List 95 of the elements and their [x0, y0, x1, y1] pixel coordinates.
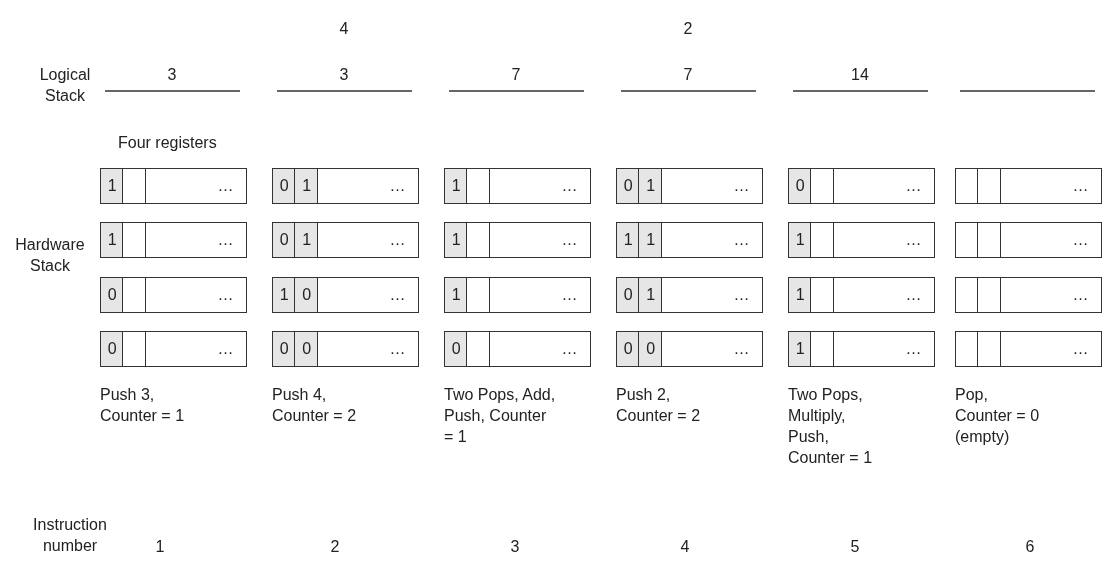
register-cell: … [661, 331, 763, 367]
step-number: 1 [154, 537, 166, 557]
register-cell: 1 [444, 168, 469, 204]
register-cell [810, 168, 836, 204]
instruction-description: Push 4, Counter = 2 [272, 385, 358, 426]
register-cell [977, 331, 1003, 367]
register-cell: 1 [294, 168, 320, 204]
stack-value: 3 [338, 65, 350, 85]
register-cell: 1 [638, 222, 664, 258]
register-cell: … [145, 168, 247, 204]
register-cell: … [661, 277, 763, 313]
register-cell: … [489, 222, 591, 258]
row-label: Logical Stack [38, 65, 92, 106]
register-cell: 1 [444, 277, 469, 313]
register-cell [977, 222, 1003, 258]
register-cell [955, 222, 980, 258]
register-cell [810, 277, 836, 313]
register-cell: 1 [100, 168, 125, 204]
register-cell: 0 [272, 331, 297, 367]
register-cell: 1 [294, 222, 320, 258]
register-cell: 0 [616, 168, 641, 204]
row-label: Hardware Stack [14, 235, 86, 276]
register-cell: … [145, 277, 247, 313]
register-cell: 1 [272, 277, 297, 313]
register-cell: … [1000, 331, 1102, 367]
register-cell [810, 222, 836, 258]
row-label: Instruction number [32, 515, 108, 556]
step-number: 4 [679, 537, 691, 557]
stack-value: 7 [510, 65, 522, 85]
register-cell: 0 [294, 331, 320, 367]
register-cell [122, 222, 148, 258]
register-cell [955, 168, 980, 204]
register-cell: … [1000, 277, 1102, 313]
register-cell [977, 277, 1003, 313]
stack-value: 7 [682, 65, 694, 85]
register-cell [955, 331, 980, 367]
register-cell [122, 168, 148, 204]
stack-value: 3 [166, 65, 178, 85]
group-label: Four registers [118, 133, 218, 153]
stack-value: 14 [850, 65, 870, 85]
register-cell [466, 168, 492, 204]
register-cell: … [317, 222, 419, 258]
register-cell: 0 [616, 331, 641, 367]
register-cell: 1 [788, 331, 813, 367]
register-cell: 0 [272, 168, 297, 204]
instruction-description: Two Pops, Multiply, Push, Counter = 1 [788, 385, 874, 468]
register-cell [466, 222, 492, 258]
register-cell: 0 [788, 168, 813, 204]
register-cell: … [1000, 222, 1102, 258]
step-number: 3 [509, 537, 521, 557]
register-cell: … [661, 222, 763, 258]
register-cell [977, 168, 1003, 204]
register-cell: … [317, 331, 419, 367]
register-cell: 0 [100, 331, 125, 367]
register-cell: 0 [294, 277, 320, 313]
register-cell: … [489, 168, 591, 204]
register-cell: 1 [638, 277, 664, 313]
instruction-description: Two Pops, Add, Push, Counter = 1 [444, 385, 557, 447]
register-cell: … [317, 277, 419, 313]
step-number: 6 [1024, 537, 1036, 557]
stack-value: 4 [338, 19, 350, 39]
instruction-description: Push 3, Counter = 1 [100, 385, 186, 426]
register-cell: 1 [788, 277, 813, 313]
instruction-description: Pop, Counter = 0 (empty) [955, 385, 1041, 447]
register-cell: … [833, 222, 935, 258]
register-cell: 0 [100, 277, 125, 313]
register-cell: … [489, 277, 591, 313]
register-cell: … [489, 331, 591, 367]
stack-value: 2 [682, 19, 694, 39]
register-cell: … [661, 168, 763, 204]
register-cell [810, 331, 836, 367]
step-number: 2 [329, 537, 341, 557]
register-cell: … [317, 168, 419, 204]
register-cell [955, 277, 980, 313]
instruction-description: Push 2, Counter = 2 [616, 385, 702, 426]
register-cell: 1 [788, 222, 813, 258]
register-cell: 0 [616, 277, 641, 313]
register-cell: 1 [616, 222, 641, 258]
step-number: 5 [849, 537, 861, 557]
register-cell: … [145, 222, 247, 258]
register-cell: 0 [444, 331, 469, 367]
register-cell: 0 [638, 331, 664, 367]
register-cell: 1 [638, 168, 664, 204]
register-cell: … [1000, 168, 1102, 204]
register-cell [122, 277, 148, 313]
register-cell [466, 331, 492, 367]
register-cell [466, 277, 492, 313]
register-cell: … [833, 331, 935, 367]
register-cell: 1 [100, 222, 125, 258]
register-cell: … [833, 277, 935, 313]
register-cell: 1 [444, 222, 469, 258]
register-cell: 0 [272, 222, 297, 258]
register-cell: … [145, 331, 247, 367]
register-cell: … [833, 168, 935, 204]
register-cell [122, 331, 148, 367]
